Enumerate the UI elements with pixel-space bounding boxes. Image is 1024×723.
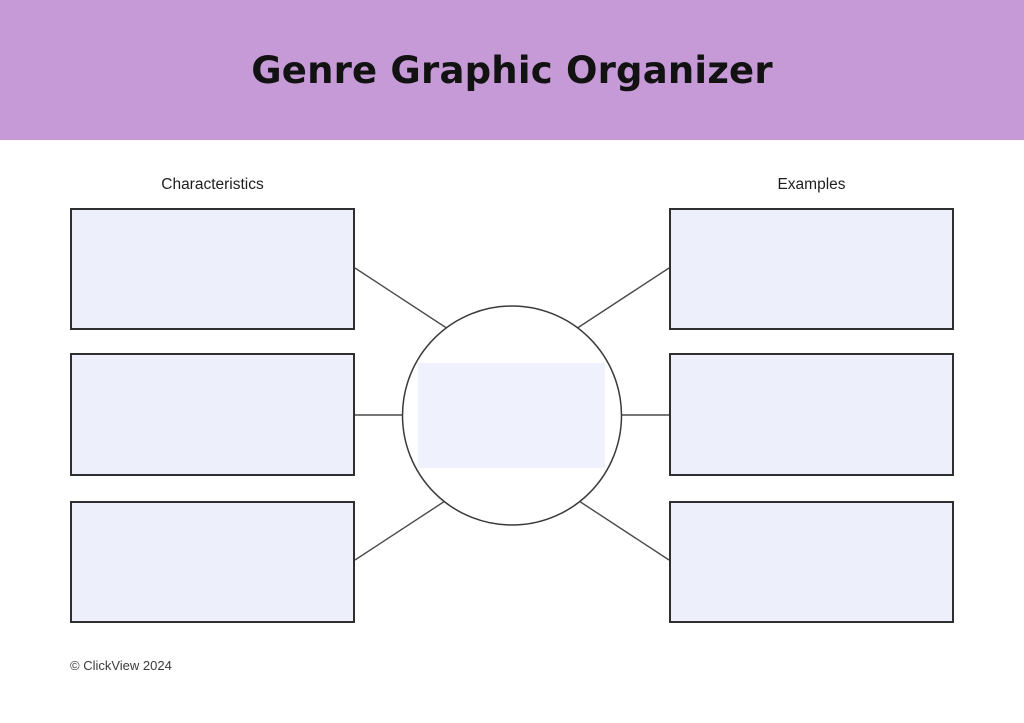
copyright-text: © ClickView 2024 [70,658,172,673]
examples-box-3[interactable] [669,501,954,623]
examples-box-1[interactable] [669,208,954,330]
characteristics-box-3[interactable] [70,501,355,623]
page-title: Genre Graphic Organizer [251,48,773,92]
examples-box-2[interactable] [669,353,954,476]
characteristics-box-2[interactable] [70,353,355,476]
characteristics-column-label: Characteristics [161,176,264,193]
header-banner: Genre Graphic Organizer [0,0,1024,140]
characteristics-box-1[interactable] [70,208,355,330]
examples-column-label: Examples [777,176,846,193]
genre-center-input[interactable] [418,363,605,468]
